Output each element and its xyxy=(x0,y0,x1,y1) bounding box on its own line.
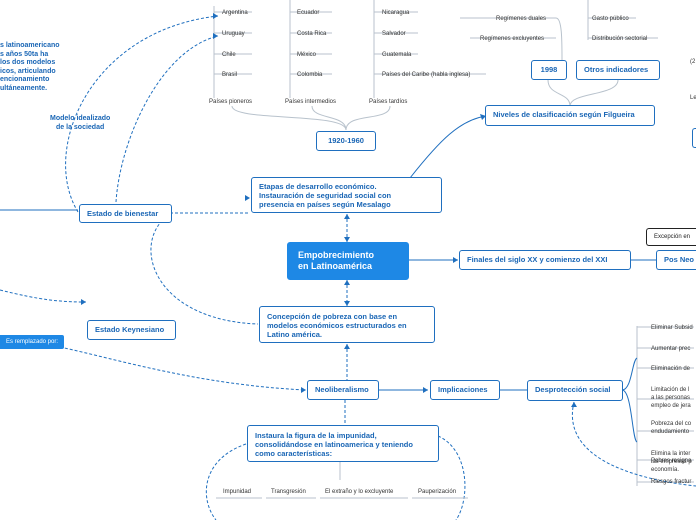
desproteccion-item: Elimina la inter las empresas p economía… xyxy=(651,451,692,473)
desproteccion-item: Pobreza del co endudamiento xyxy=(651,421,692,435)
desproteccion-item: Eliminación de xyxy=(651,366,691,372)
country-label: Salvador xyxy=(382,31,406,37)
country-label: Argentina xyxy=(222,10,248,16)
neoliberalismo-node[interactable]: Neoliberalismo xyxy=(307,380,379,400)
edge-text: Le xyxy=(690,95,696,101)
desproteccion-item: Aumentar prec xyxy=(651,346,691,352)
anio-node[interactable]: 1998 xyxy=(531,60,567,80)
regimen-label: Regímenes duales xyxy=(496,16,547,22)
pos-node[interactable]: Pos Neo xyxy=(656,250,696,270)
edge-text: (2 xyxy=(690,59,696,65)
niveles-node[interactable]: Niveles de clasificación según Filgueira xyxy=(485,105,655,126)
country-label: Guatemala xyxy=(382,52,412,58)
impunidad-item: El extraño y lo excluyente xyxy=(325,489,394,495)
group-label: Países tardíos xyxy=(369,99,408,105)
country-label: Países del Caribe (habla inglesa) xyxy=(382,72,471,78)
indicator-label: Distribución sectorial xyxy=(592,36,648,42)
desproteccion-item: Riesgos fractur xyxy=(651,479,692,485)
periodo-node[interactable]: 1920-1960 xyxy=(316,131,376,151)
desproteccion-node[interactable]: Desprotección social xyxy=(527,380,623,401)
country-label: Nicaragua xyxy=(382,10,410,16)
estado-keynesiano-node[interactable]: Estado Keynesiano xyxy=(87,320,176,340)
right-edge-node[interactable] xyxy=(692,128,696,148)
country-label: Ecuador xyxy=(297,10,320,16)
implicaciones-node[interactable]: Implicaciones xyxy=(430,380,500,400)
otros-indicadores-node[interactable]: Otros indicadores xyxy=(576,60,660,80)
etapas-node[interactable]: Etapas de desarrollo económico. Instaura… xyxy=(251,177,442,213)
concepcion-node[interactable]: Concepción de pobreza con base en modelo… xyxy=(259,306,435,343)
central-topic[interactable]: Empobrecimiento en Latinoamérica xyxy=(287,242,409,280)
country-label: Colombia xyxy=(297,72,323,78)
reemplazado-tag[interactable]: Es remplazado por: xyxy=(0,335,64,349)
regimen-label: Regímenes excluyentes xyxy=(480,36,545,42)
impunidad-node[interactable]: Instaura la figura de la impunidad, cons… xyxy=(247,425,439,462)
impunidad-item: Impunidad xyxy=(223,489,252,495)
country-label: Chile xyxy=(222,52,236,58)
group-label: Países intermedios xyxy=(285,99,337,105)
desproteccion-item: Limitación de l a las personas empleo de… xyxy=(651,387,691,409)
country-label: Brasil xyxy=(222,72,238,78)
impunidad-item: Pauperización xyxy=(418,489,457,495)
impunidad-item: Transgresión xyxy=(271,489,306,495)
intro-note: s latinoamericano s años 50ta ha los dos… xyxy=(0,42,60,92)
country-label: México xyxy=(297,52,317,58)
estado-bienestar-node[interactable]: Estado de bienestar xyxy=(79,204,172,223)
country-label: Costa Rica xyxy=(297,31,327,37)
group-label: Países pioneros xyxy=(209,99,253,105)
finales-node[interactable]: Finales del siglo XX y comienzo del XXI xyxy=(459,250,631,270)
desproteccion-item: Pobres resigna xyxy=(651,458,692,464)
country-label: Uruguay xyxy=(222,31,245,37)
excepcion-node[interactable]: Excepción en xyxy=(646,228,696,246)
desproteccion-item: Eliminar Subsid xyxy=(651,325,693,331)
indicator-label: Gasto público xyxy=(592,16,629,22)
modelo-idealizado-note: Modelo idealizado de la sociedad xyxy=(50,115,111,131)
